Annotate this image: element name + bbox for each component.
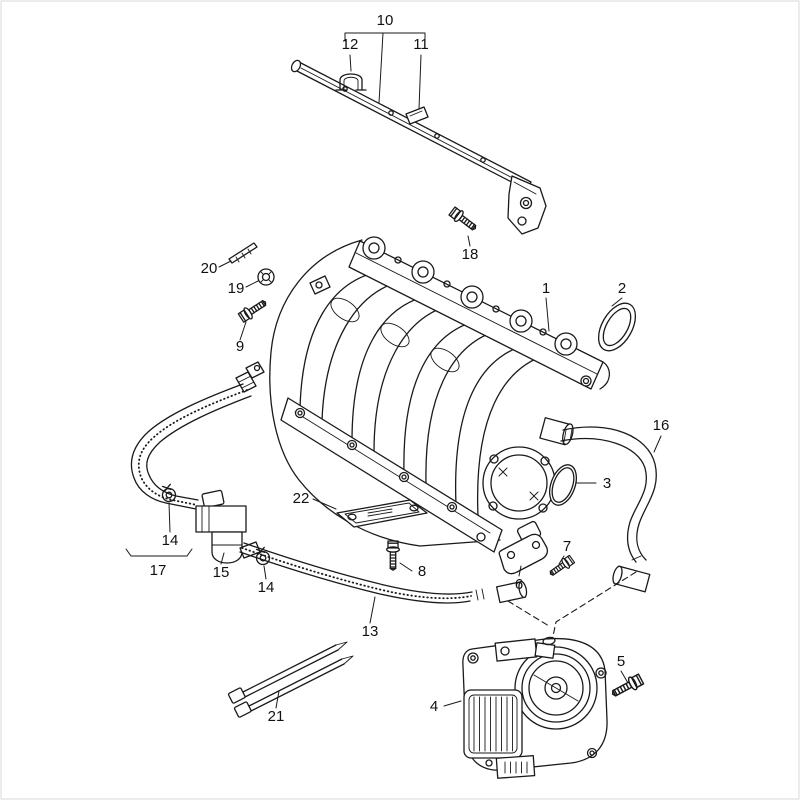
- leader-line-8: [399, 562, 413, 572]
- retaining-clip-drawing: [405, 106, 429, 125]
- bolt-18-drawing: [447, 205, 480, 235]
- bolt-5-drawing: [608, 672, 645, 701]
- cable-ties-drawing: [227, 641, 354, 718]
- part-callout-8: 8: [418, 563, 426, 580]
- part-callout-6: 6: [515, 576, 523, 593]
- bolt-7-drawing: [546, 553, 576, 580]
- leader-line-14a: [168, 502, 171, 533]
- part-callout-10: 10: [377, 12, 394, 29]
- stud-20-drawing: [228, 242, 258, 264]
- part-callout-11: 11: [413, 36, 429, 53]
- vacuum-hose-upper-drawing: [130, 383, 252, 510]
- leader-line-2: [611, 297, 623, 307]
- leader-line-13: [369, 596, 376, 624]
- hose-elbow-fitting-drawing: [235, 361, 265, 393]
- bolt-9-drawing: [236, 296, 270, 324]
- leader-line-19: [245, 280, 259, 288]
- part-callout-12: 12: [342, 36, 359, 53]
- leader-line-14b: [263, 565, 267, 580]
- part-callout-2: 2: [618, 280, 626, 297]
- part-callout-14b: 14: [258, 579, 275, 596]
- part-callout-13: 13: [362, 623, 379, 640]
- assembly-dashed-lines: [507, 571, 637, 642]
- leader-line-9: [239, 321, 247, 341]
- part-callout-14a: 14: [162, 532, 179, 549]
- bolt-8-drawing: [386, 540, 400, 571]
- leader-line-12: [349, 54, 352, 72]
- part-callout-3: 3: [603, 475, 611, 492]
- callout-group-bracket-10: [344, 32, 426, 42]
- map-sensor-drawing: [498, 520, 549, 575]
- part-callout-16: 16: [653, 417, 670, 434]
- leader-line-10: [378, 32, 384, 104]
- leader-line-5: [620, 670, 629, 684]
- support-rail-drawing: [290, 59, 547, 235]
- throttle-body-drawing: [462, 636, 608, 779]
- part-callout-1: 1: [542, 280, 550, 297]
- breather-hose-drawing: [560, 426, 657, 593]
- leader-line-22: [312, 498, 337, 510]
- rail-clamp-drawing: [335, 73, 367, 91]
- vacuum-hose-lower-drawing: [239, 542, 528, 604]
- washer-19-drawing: [257, 268, 275, 286]
- leader-line-11: [418, 54, 422, 110]
- part-callout-17: 17: [150, 562, 167, 579]
- part-callout-21: 21: [268, 708, 285, 725]
- leader-line-21: [275, 690, 280, 709]
- part-callout-7: 7: [563, 538, 571, 555]
- part-callout-4: 4: [430, 698, 438, 715]
- leader-line-18: [467, 235, 471, 247]
- part-callout-15: 15: [213, 564, 230, 581]
- part-callout-19: 19: [228, 280, 245, 297]
- part-callout-22: 22: [293, 490, 310, 507]
- intake-manifold-drawing: [269, 236, 611, 553]
- part-callout-18: 18: [462, 246, 479, 263]
- gasket-ring-drawing: [597, 302, 637, 352]
- leader-line-16: [653, 435, 662, 453]
- purge-valve-drawing: [195, 489, 261, 564]
- leader-line-20: [218, 260, 232, 268]
- leader-line-6: [518, 565, 522, 577]
- part-callout-20: 20: [201, 260, 218, 277]
- part-callout-9: 9: [236, 338, 244, 355]
- part-callout-5: 5: [617, 653, 625, 670]
- leader-line-7: [558, 555, 565, 565]
- callout-group-bracket-17: [125, 548, 193, 557]
- leader-line-1: [545, 297, 550, 332]
- leader-line-4: [443, 700, 462, 707]
- leader-line-15: [220, 552, 225, 565]
- oring-seal-drawing: [548, 464, 578, 506]
- support-bracket-drawing: [336, 499, 428, 528]
